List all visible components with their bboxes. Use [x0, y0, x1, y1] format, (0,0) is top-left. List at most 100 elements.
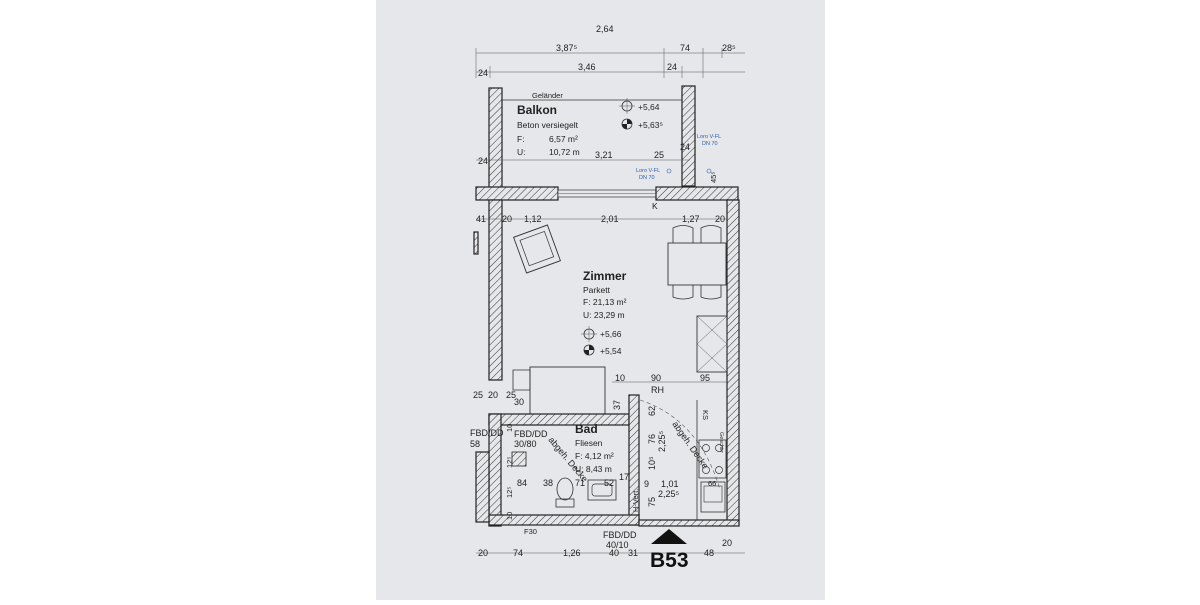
- balcony-level-marker-bottom: +5,63⁵: [621, 118, 663, 130]
- bath-wall-top: [488, 413, 630, 426]
- dim-bottom-6: 48: [704, 548, 714, 558]
- bath-shaft-label: FBD/DD: [514, 429, 548, 439]
- dim-bath-13: 10⁵: [647, 456, 657, 470]
- dim-top-4: 24: [478, 68, 488, 78]
- dim-bottom-1: 20: [478, 548, 488, 558]
- room-perimeter: U: 23,29 m: [583, 310, 625, 320]
- dim-room-6: 20: [715, 214, 725, 224]
- dim-top-3: 28⁵: [722, 43, 736, 53]
- svg-text:+5,64: +5,64: [638, 102, 660, 112]
- washbasin: [587, 479, 617, 501]
- room-level-marker-bottom: +5,54: [583, 344, 622, 356]
- svg-text:+5,66: +5,66: [600, 329, 622, 339]
- dim-bath-left-2: 12⁵: [505, 457, 514, 468]
- bath-perimeter: U: 8,43 m: [575, 464, 612, 474]
- dim-bottom-5: 31: [628, 548, 638, 558]
- bath-shaft: [511, 451, 527, 467]
- dim-top-2: 74: [680, 43, 690, 53]
- kitchen-sink-dim: 66: [708, 479, 716, 488]
- dim-room-4: 2,01: [601, 214, 619, 224]
- bath-f30: F30: [524, 527, 537, 536]
- bottom-shaft-label: FBD/DD: [603, 530, 637, 540]
- kitchen-counter: [696, 315, 728, 373]
- balcony-surface: Beton versiegelt: [517, 120, 579, 130]
- dim-bath-left-3: 12⁵: [505, 487, 514, 498]
- svg-text:+5,63⁵: +5,63⁵: [638, 120, 663, 130]
- dim-bath-12: 37: [612, 400, 622, 410]
- dim-left-3: 25: [506, 390, 516, 400]
- neighbor-wall-fragment: [473, 231, 479, 255]
- dim-mid-2: 90: [651, 373, 661, 383]
- dim-bottom-7: 20: [722, 538, 732, 548]
- dim-bath-left-4: 10: [505, 512, 514, 520]
- svg-text:+5,54: +5,54: [600, 346, 622, 356]
- dim-room-3: 1,12: [524, 214, 542, 224]
- toilet: [555, 477, 575, 508]
- top-dimension-chain: 3,87⁵ 74 28⁵ 24 3,46 24: [475, 43, 745, 78]
- dim-top-6: 24: [667, 62, 677, 72]
- kitchen-geschirr: Geschirr: [718, 432, 724, 453]
- rh-label: RH: [651, 385, 664, 395]
- room-title: Zimmer: [583, 269, 627, 283]
- room-wall-right: [726, 199, 740, 526]
- drain-2: [666, 168, 672, 174]
- dim-room-2: 20: [502, 214, 512, 224]
- dim-top-5: 3,46: [578, 62, 596, 72]
- balcony-wall-right: [681, 85, 696, 187]
- top-partial-dim: 2,64: [596, 24, 614, 34]
- balcony-perimeter-label: U:: [517, 147, 526, 157]
- dim-room-5: 1,27: [682, 214, 700, 224]
- kitchen-column: [696, 400, 727, 520]
- dining-table: [667, 225, 727, 300]
- dim-balcony-2: 3,21: [595, 150, 613, 160]
- dim-top-1: 3,87⁵: [556, 43, 578, 53]
- dim-bath-6: 9: [644, 479, 649, 489]
- dim-mid-3: 95: [700, 373, 710, 383]
- dim-mid-1: 10: [615, 373, 625, 383]
- balcony-perimeter-value: 10,72 m: [549, 147, 580, 157]
- dim-bottom-2: 74: [513, 548, 523, 558]
- balcony-area-label: F:: [517, 134, 525, 144]
- drain-label-2b: DN 70: [639, 175, 655, 181]
- dim-bath-1: 84: [517, 478, 527, 488]
- dim-bath-7: 1,01: [661, 479, 679, 489]
- dim-bottom-3: 1,26: [563, 548, 581, 558]
- room-area: F: 21,13 m²: [583, 297, 627, 307]
- dim-bottom-4: 40: [609, 548, 619, 558]
- neighbor-shaft-size: 58: [470, 439, 480, 449]
- dim-left-1: 25: [473, 390, 483, 400]
- dim-bath-5: 17: [619, 472, 629, 482]
- bottom-shaft-size: 40/10: [606, 540, 629, 550]
- dim-bath-9: 75: [647, 497, 657, 507]
- dim-left-4: 30: [514, 397, 524, 407]
- balcony-railing-label: Geländer: [532, 91, 563, 100]
- dim-bath-14: 2,25⁵: [657, 430, 667, 452]
- dim-balcony-3: 25: [654, 150, 664, 160]
- bath-title: Bad: [575, 422, 598, 436]
- dim-balcony-1: 24: [478, 156, 488, 166]
- bath-shaft-size: 30/80: [514, 439, 537, 449]
- kitchen-wall-bottom: [638, 519, 740, 527]
- balcony-level-marker-top: +5,64: [619, 98, 660, 114]
- balcony-side-dim: 45⁵: [709, 172, 718, 183]
- room-wall-left: [488, 199, 503, 381]
- dim-bath-8: 2,25⁵: [658, 489, 680, 499]
- room-floor: Parkett: [583, 285, 611, 295]
- drain-label-1b: DN 70: [702, 141, 718, 147]
- bath-floor: Fliesen: [575, 438, 603, 448]
- dim-bath-4: 52: [604, 478, 614, 488]
- room-level-marker-top: +5,66: [581, 326, 622, 342]
- unit-label: B53: [650, 549, 689, 572]
- dim-room-1: 41: [476, 214, 486, 224]
- dim-bath-3: 71: [575, 478, 585, 488]
- drain-label-1: Loro V-FL: [697, 134, 721, 140]
- kitchen-ks: KS: [701, 410, 710, 420]
- entrance-arrow: [651, 529, 687, 544]
- balcony-title: Balkon: [517, 103, 557, 117]
- dim-left-2: 20: [488, 390, 498, 400]
- bath-area: F: 4,12 m²: [575, 451, 614, 461]
- balcony-wall-left: [488, 87, 503, 189]
- drain-1: [706, 168, 712, 174]
